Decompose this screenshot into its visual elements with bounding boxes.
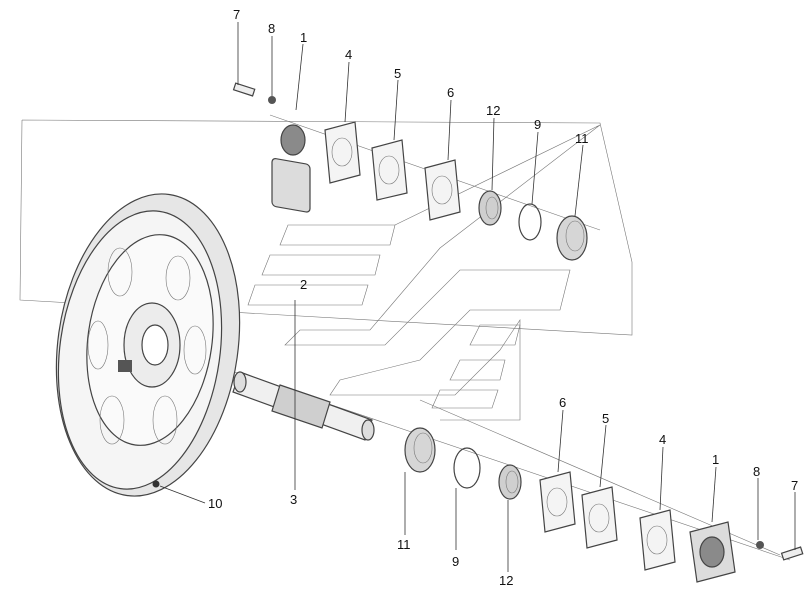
label-bottom-12: 12: [499, 573, 513, 588]
label-top-7: 7: [233, 7, 240, 22]
plug-10: [152, 480, 160, 488]
label-bottom-5: 5: [602, 411, 609, 426]
top-ring-12: [478, 190, 502, 226]
top-oring-9: [518, 203, 542, 241]
label-bottom-1: 1: [712, 452, 719, 467]
label-bottom-9: 9: [452, 554, 459, 569]
axis-chevron-graphic: [247, 124, 601, 421]
label-bottom-7: 7: [791, 478, 798, 493]
label-bottom-11: 11: [397, 537, 411, 552]
label-top-1: 1: [300, 30, 307, 45]
bottom-housing-1: [689, 521, 736, 583]
label-top-5: 5: [394, 66, 401, 81]
label-top-12: 12: [486, 103, 500, 118]
top-washer-8: [268, 96, 276, 104]
bottom-cover-6: [539, 471, 576, 533]
label-2: 2: [300, 277, 307, 292]
bottom-gasket-5: [581, 486, 618, 549]
label-top-11: 11: [575, 131, 589, 146]
top-cover-6: [424, 159, 461, 221]
bottom-seal-11: [404, 427, 436, 473]
bottom-gasket-4: [639, 509, 676, 571]
label-bottom-4: 4: [659, 432, 666, 447]
top-bolt-7: [232, 82, 256, 97]
label-10: 10: [208, 496, 222, 511]
bottom-washer-8: [756, 541, 764, 549]
label-top-4: 4: [345, 47, 352, 62]
top-gasket-5: [371, 139, 408, 201]
shaft: [232, 371, 375, 441]
top-housing-1: [271, 124, 311, 213]
label-bottom-8: 8: [753, 464, 760, 479]
bottom-bolt-7: [780, 546, 804, 561]
top-seal-11: [556, 215, 588, 261]
label-bottom-6: 6: [559, 395, 566, 410]
label-top-9: 9: [534, 117, 541, 132]
label-top-6: 6: [447, 85, 454, 100]
top-gasket-4: [324, 121, 361, 184]
bottom-ring-12: [498, 464, 522, 500]
leader-lines: [159, 22, 796, 572]
bottom-oring-9: [453, 447, 481, 489]
label-top-8: 8: [268, 21, 275, 36]
part-labels: 7 8 1 4 5 6 12 9 11 2 3 10 6 5 4 1 8 7 1…: [208, 7, 798, 588]
label-3: 3: [290, 492, 297, 507]
idler-wheel: [55, 193, 241, 497]
